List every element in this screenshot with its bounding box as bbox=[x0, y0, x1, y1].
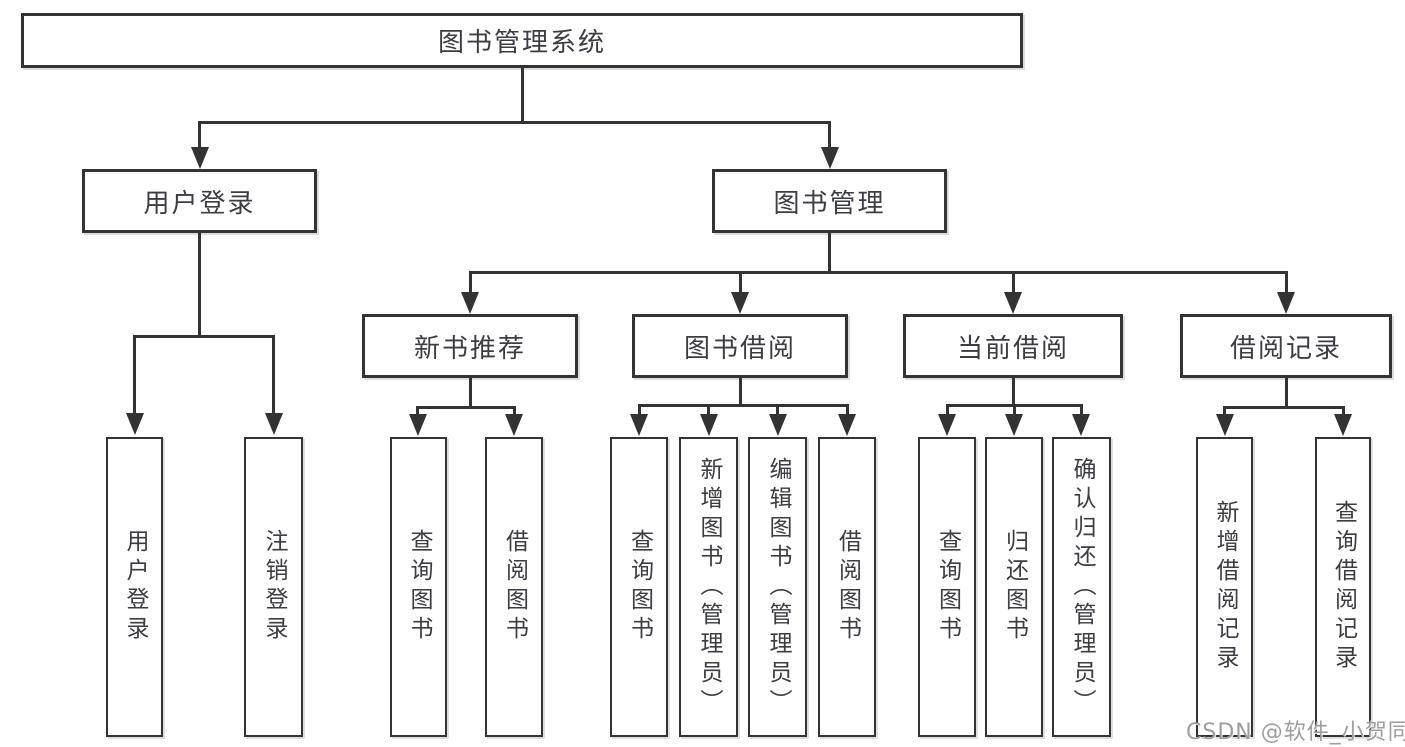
arrowhead-icon bbox=[1334, 414, 1352, 436]
leaf-borrow-books-recommend: 借阅图书 bbox=[485, 437, 543, 737]
connector-line bbox=[637, 404, 849, 407]
connector-line bbox=[1284, 271, 1288, 292]
connector-line bbox=[198, 121, 201, 147]
leaf-add-borrow-record: 新增借阅记录 bbox=[1196, 437, 1253, 737]
node-library-system: 图书管理系统 bbox=[21, 13, 1023, 68]
connector-line bbox=[468, 271, 1288, 274]
leaf-edit-book-admin: 编辑图书（管理员） bbox=[748, 437, 807, 737]
arrowhead-icon bbox=[1005, 414, 1023, 436]
arrowhead-icon bbox=[461, 292, 479, 314]
connector-line bbox=[828, 121, 831, 147]
connector-line bbox=[512, 406, 516, 414]
connector-line bbox=[1012, 404, 1016, 414]
leaf-confirm-return-admin: 确认归还（管理员） bbox=[1052, 437, 1111, 737]
arrowhead-icon bbox=[125, 413, 144, 435]
connector-line bbox=[416, 406, 516, 409]
connector-line bbox=[416, 406, 419, 414]
leaf-return-books: 归还图书 bbox=[985, 437, 1043, 737]
connector-line bbox=[845, 404, 849, 414]
connector-line bbox=[1341, 406, 1345, 414]
connector-line bbox=[1223, 406, 1345, 409]
connector-line bbox=[520, 68, 524, 121]
leaf-query-books-recommend: 查询图书 bbox=[390, 437, 447, 737]
node-borrow-records: 借阅记录 bbox=[1180, 314, 1392, 378]
connector-line bbox=[1284, 378, 1288, 406]
arrowhead-icon bbox=[838, 414, 856, 436]
leaf-query-books-borrow: 查询图书 bbox=[610, 437, 668, 737]
connector-line bbox=[468, 271, 472, 292]
connector-line bbox=[1079, 404, 1083, 414]
connector-line bbox=[707, 404, 710, 414]
arrowhead-icon bbox=[1215, 414, 1234, 436]
arrowhead-icon bbox=[1072, 414, 1090, 436]
node-new-book-recommend: 新书推荐 bbox=[362, 314, 578, 378]
arrowhead-icon bbox=[1004, 292, 1022, 314]
arrowhead-icon bbox=[1277, 292, 1295, 314]
arrowhead-icon bbox=[190, 147, 209, 169]
arrowhead-icon bbox=[768, 414, 787, 436]
connector-line bbox=[738, 271, 742, 292]
arrowhead-icon bbox=[264, 413, 283, 435]
arrowhead-icon bbox=[630, 414, 648, 436]
node-book-management: 图书管理 bbox=[712, 169, 947, 233]
connector-line bbox=[776, 404, 779, 414]
watermark: CSDN @软件_小贺同学 bbox=[1186, 720, 1405, 745]
connector-line bbox=[468, 378, 472, 406]
arrowhead-icon bbox=[699, 414, 718, 436]
node-user-login: 用户登录 bbox=[82, 169, 317, 233]
connector-line bbox=[133, 335, 275, 338]
leaf-borrow-books: 借阅图书 bbox=[818, 437, 876, 737]
connector-line bbox=[197, 121, 831, 124]
connector-line bbox=[1011, 378, 1015, 404]
leaf-query-borrow-record: 查询借阅记录 bbox=[1315, 437, 1371, 737]
node-book-borrow: 图书借阅 bbox=[632, 314, 848, 378]
connector-line bbox=[945, 404, 949, 414]
connector-line bbox=[198, 233, 201, 335]
leaf-logout: 注销登录 bbox=[244, 437, 303, 737]
arrowhead-icon bbox=[731, 292, 749, 314]
leaf-user-login: 用户登录 bbox=[106, 437, 163, 737]
arrowhead-icon bbox=[820, 147, 839, 169]
connector-line bbox=[133, 335, 136, 413]
connector-line bbox=[1011, 271, 1015, 292]
arrowhead-icon bbox=[505, 414, 523, 436]
connector-line bbox=[738, 378, 742, 404]
arrowhead-icon bbox=[938, 414, 956, 436]
connector-line bbox=[272, 335, 275, 413]
connector-line bbox=[637, 404, 641, 414]
leaf-query-books-current: 查询图书 bbox=[918, 437, 976, 737]
connector-line bbox=[1223, 406, 1226, 414]
connector-line bbox=[828, 233, 831, 271]
node-current-borrow: 当前借阅 bbox=[903, 314, 1123, 378]
leaf-add-book-admin: 新增图书（管理员） bbox=[679, 437, 738, 737]
arrowhead-icon bbox=[408, 414, 427, 436]
